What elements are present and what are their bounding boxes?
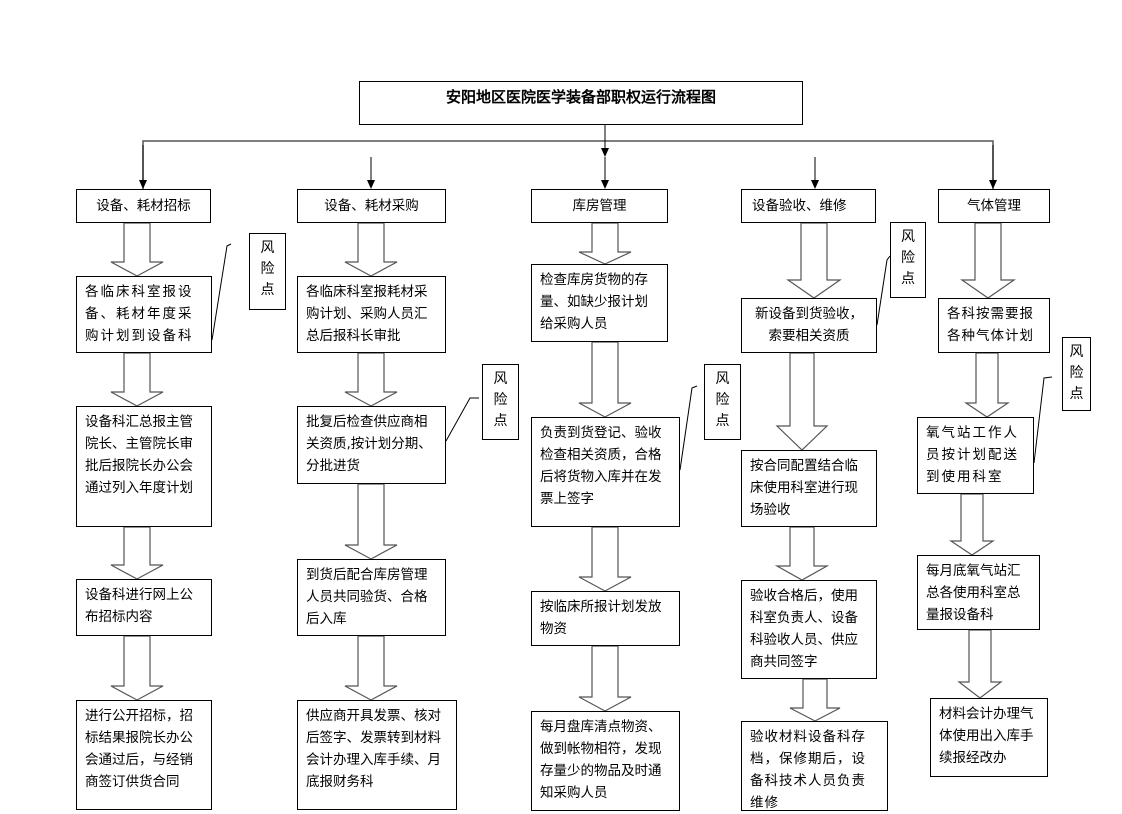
- flow-arrow-17: [960, 222, 1016, 299]
- flow-arrow-1: [110, 222, 164, 277]
- step-gas-3: 每月底氧气站汇总各使用科室总量报设备科: [917, 555, 1040, 630]
- flow-arrow-10: [578, 341, 632, 418]
- arrow-title-down-head: [601, 148, 609, 157]
- step-gas-2: 氧气站工作人员按计划配送到使用科室: [917, 417, 1034, 494]
- risk-char: 险: [493, 392, 508, 408]
- header-gas: 气体管理: [938, 189, 1050, 223]
- risk-char: 风: [1069, 344, 1084, 360]
- flow-arrow-12: [578, 645, 632, 712]
- flow-arrow-8: [344, 635, 398, 701]
- flow-arrow-9: [578, 222, 632, 265]
- risk-leader-line-3: [679, 385, 698, 471]
- step-procurement-4: 供应商开具发票、核对后签字、发票转到材料会计办理入库手续、月底报财务科: [297, 700, 457, 810]
- flow-arrow-15: [774, 526, 830, 581]
- risk-char: 点: [715, 413, 730, 429]
- step-gas-1: 各科按需要报各种气体计划: [938, 298, 1050, 353]
- step-tendering-2: 设备科汇总报主管院长、主管院长审批后报院长办公会通过列入年度计划: [76, 406, 212, 527]
- chart-title: 安阳地区医院医学装备部职权运行流程图: [359, 81, 803, 125]
- arrow-to-procurement-head: [367, 180, 375, 189]
- step-tendering-3: 设备科进行网上公布招标内容: [76, 579, 212, 636]
- arrow-to-warehouse-head: [601, 180, 609, 189]
- risk-leader-line-1: [211, 243, 232, 341]
- step-procurement-2: 批复后检查供应商相关资质,按计划分期、分批进货: [297, 406, 446, 484]
- risk-leader-line-2: [445, 397, 479, 442]
- risk-char: 风: [260, 240, 275, 256]
- risk-char: 点: [260, 282, 275, 298]
- arrow-to-equipment-head: [811, 180, 819, 189]
- step-procurement-1: 各临床科室报耗材采购计划、采购人员汇总后报科长审批: [297, 276, 446, 353]
- risk-leader-line-5: [1033, 376, 1053, 464]
- step-warehouse-4: 每月盘库清点物资、做到帐物相符，发现存量少的物品及时通知采购人员: [531, 711, 680, 811]
- risk-char: 险: [901, 250, 915, 266]
- risk-char: 风: [493, 371, 508, 387]
- risk-char: 险: [1069, 365, 1084, 381]
- step-warehouse-2: 负责到货登记、验收检查相关资质，合格后将货物入库并在发票上签字: [531, 417, 680, 527]
- risk-char: 点: [493, 413, 508, 429]
- risk-leader-line-4: [876, 255, 891, 326]
- flow-arrow-7: [344, 483, 398, 560]
- flow-arrow-18: [964, 352, 1010, 418]
- risk-point-gas: 风 险 点: [1062, 337, 1091, 411]
- step-gas-4: 材料会计办理气体使用出入库手续报经改办: [930, 698, 1048, 777]
- flow-arrow-13: [786, 222, 842, 299]
- flow-arrow-3: [110, 526, 164, 580]
- distribution-line: [142, 140, 994, 189]
- risk-char: 风: [901, 229, 915, 245]
- risk-char: 险: [715, 392, 730, 408]
- flow-arrow-11: [578, 526, 632, 592]
- flow-arrow-4: [110, 635, 164, 701]
- step-tendering-1: 各临床科室报设备、耗材年度采购计划到设备科: [76, 276, 212, 353]
- risk-point-procurement: 风 险 点: [482, 364, 519, 440]
- risk-point-equipment: 风 险 点: [890, 222, 926, 298]
- risk-point-tendering: 风 险 点: [249, 233, 286, 310]
- step-equipment-2: 按合同配置结合临床使用科室进行现场验收: [741, 450, 877, 527]
- risk-char: 点: [1069, 386, 1084, 402]
- flow-arrow-2: [110, 352, 164, 407]
- flow-arrow-20: [957, 629, 1003, 699]
- step-equipment-3: 验收合格后，使用科室负责人、设备科验收人员、供应商共同签字: [741, 580, 877, 679]
- step-equipment-1: 新设备到货验收，索要相关资质: [741, 298, 877, 353]
- risk-char: 风: [715, 371, 730, 387]
- flow-arrow-19: [949, 493, 995, 556]
- flow-arrow-5: [344, 222, 398, 277]
- step-tendering-4: 进行公开招标，招标结果报院长办公会通过后，与经销商签订供货合同: [76, 700, 212, 810]
- arrow-to-gas-head: [989, 180, 997, 189]
- flow-arrow-14: [775, 352, 829, 451]
- flow-arrow-6: [344, 352, 398, 407]
- header-tendering: 设备、耗材招标: [76, 189, 211, 223]
- header-equipment-acceptance: 设备验收、维修: [741, 189, 876, 223]
- step-warehouse-1: 检查库房货物的存量、如缺少报计划给采购人员: [531, 264, 668, 342]
- step-equipment-4: 验收材料设备科存档，保修期后，设备科技术人员负责维修: [741, 721, 888, 811]
- step-warehouse-3: 按临床所报计划发放物资: [531, 591, 680, 646]
- risk-char: 点: [901, 271, 915, 287]
- header-warehouse: 库房管理: [531, 189, 668, 223]
- risk-point-warehouse: 风 险 点: [704, 364, 741, 440]
- header-procurement: 设备、耗材采购: [297, 189, 446, 223]
- arrow-to-tendering-head: [139, 180, 147, 189]
- flow-arrow-16: [789, 678, 841, 722]
- risk-char: 险: [260, 261, 275, 277]
- step-procurement-3: 到货后配合库房管理人员共同验货、合格后入库: [297, 559, 446, 636]
